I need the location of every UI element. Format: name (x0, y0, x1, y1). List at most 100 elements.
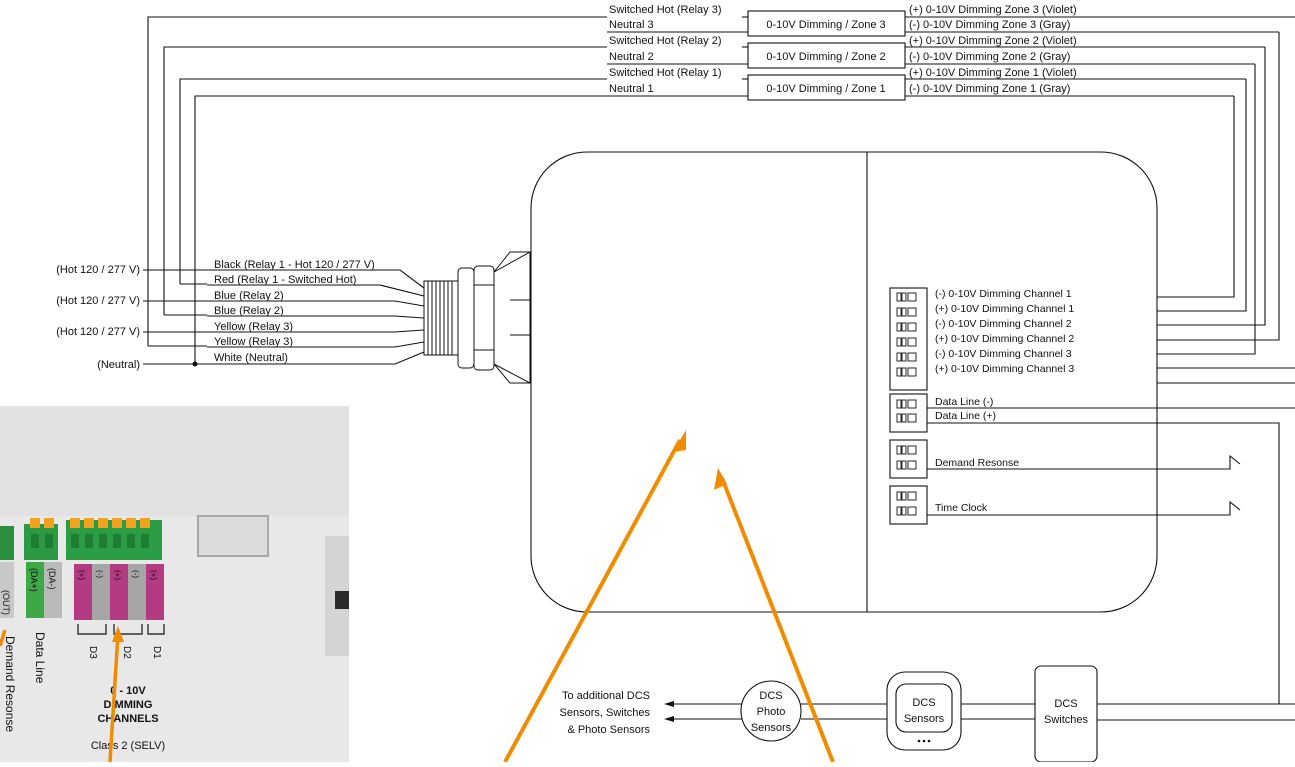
dcs-bus: To additional DCS Sensors, Switches & Ph… (560, 665, 1295, 763)
terminal-tab (44, 518, 54, 528)
terminal-slot (896, 491, 902, 501)
controller-enclosure (530, 151, 1158, 613)
conduit-fitting (423, 251, 531, 384)
terminal-screw (907, 460, 917, 470)
terminal-slot (896, 506, 902, 516)
channel-label: (+) 0-10V Dimming Channel 1 (935, 303, 1074, 315)
lead-label: Black (Relay 1 - Hot 120 / 277 V) (214, 259, 375, 271)
lead-label: White (Neutral) (214, 352, 288, 364)
terminal-slot (901, 460, 907, 470)
lead-label: Blue (Relay 2) (214, 305, 284, 317)
wire-label: (+) 0-10V Dimming Zone 1 (Violet) (909, 67, 1077, 79)
photo-plus-label: (+) (149, 570, 158, 580)
to-additional-label: To additional DCS (562, 690, 650, 702)
source-label: (Hot 120 / 277 V) (56, 264, 140, 276)
dcs-photo-label: Sensors (751, 722, 792, 734)
terminal-slot (901, 367, 907, 377)
terminal-slot (901, 292, 907, 302)
terminal-clamp (85, 534, 93, 548)
demand-response-label: Demand Resonse (935, 457, 1019, 469)
terminal-slot (901, 322, 907, 332)
terminal-screw (907, 506, 917, 516)
terminal-slot (896, 307, 902, 317)
photo-minus-label: (-) (131, 570, 140, 578)
dcs-photo-sensor (740, 680, 802, 742)
terminal-slot (896, 352, 902, 362)
time-clock-terminal-block: Time Clock (889, 485, 1241, 525)
terminal-screw (907, 307, 917, 317)
terminal-clamp (113, 534, 121, 548)
source-label: (Neutral) (97, 359, 140, 371)
arrow-up-icon (673, 430, 686, 452)
photo-dimming-label: DIMMING (104, 699, 153, 711)
terminal-screw (907, 322, 917, 332)
top-circuits: Switched Hot (Relay 3) Neutral 3 Switche… (147, 4, 1295, 384)
terminal-slot (896, 337, 902, 347)
zone-2-box (747, 42, 906, 69)
terminal-tab (84, 518, 94, 528)
callout-arrows (503, 430, 835, 763)
lead-label: Yellow (Relay 3) (214, 321, 293, 333)
dcs-sensor-label: DCS (912, 697, 935, 709)
dcs-switch-label: Switches (1044, 714, 1089, 726)
arrow-up-icon (714, 468, 727, 490)
terminal-slot (901, 352, 907, 362)
channel-label: (+) 0-10V Dimming Channel 3 (935, 363, 1074, 375)
arrow-left-icon (664, 716, 674, 722)
arrow-left-icon (664, 701, 674, 707)
time-clock-label: Time Clock (935, 502, 988, 514)
source-label: (Hot 120 / 277 V) (56, 326, 140, 338)
arrow-up-icon (112, 626, 124, 642)
wire-label: (-) 0-10V Dimming Zone 1 (Gray) (909, 83, 1070, 95)
to-additional-label: & Photo Sensors (567, 724, 650, 736)
wire-label: Switched Hot (Relay 3) (609, 4, 722, 16)
terminal-slot (896, 322, 902, 332)
terminal-tab (70, 518, 80, 528)
to-additional-label: Sensors, Switches (560, 707, 651, 719)
wire-label: Switched Hot (Relay 2) (609, 35, 722, 47)
terminal-slot (901, 307, 907, 317)
dcs-photo-label: Photo (757, 706, 786, 718)
zone-1-box (747, 74, 906, 101)
terminal-tab (140, 518, 150, 528)
photo-plus-label: (+) (113, 570, 122, 580)
photo-da-plus-label: (DA+) (29, 568, 39, 592)
terminal-tab (126, 518, 136, 528)
zone-box-label: 0-10V Dimming / Zone 3 (766, 19, 885, 31)
terminal-clamp (45, 534, 53, 548)
photo-data-line-label: Data Line (33, 632, 47, 684)
terminal-tab (98, 518, 108, 528)
wire-label: Switched Hot (Relay 1) (609, 67, 722, 79)
terminal-clamp (127, 534, 135, 548)
terminal-clamp (31, 534, 39, 548)
photo-demand-label: Demand Resonse (3, 636, 17, 732)
channel-label: (-) 0-10V Dimming Channel 2 (935, 318, 1072, 330)
wire-label: (+) 0-10V Dimming Zone 2 (Violet) (909, 35, 1077, 47)
terminal-screw (907, 413, 917, 423)
terminal-screw (907, 367, 917, 377)
photo-minus-label: (-) (95, 570, 104, 578)
channel-label: (+) 0-10V Dimming Channel 2 (935, 333, 1074, 345)
photo-plus-label: (+) (77, 570, 86, 580)
terminal-tab (30, 518, 40, 528)
source-label: (Hot 120 / 277 V) (56, 295, 140, 307)
terminal-screw (907, 491, 917, 501)
terminal-screw (907, 292, 917, 302)
terminal-clamp (141, 534, 149, 548)
channel-label: (-) 0-10V Dimming Channel 1 (935, 288, 1072, 300)
wire-label: (-) 0-10V Dimming Zone 3 (Gray) (909, 19, 1070, 31)
photo-d3-label: D3 (87, 646, 98, 659)
zone-box-label: 0-10V Dimming / Zone 1 (766, 83, 885, 95)
terminal-slot (901, 399, 907, 409)
lead-label: Red (Relay 1 - Switched Hot) (214, 274, 356, 286)
photo-d1-label: D1 (151, 646, 162, 659)
lead-label: Blue (Relay 2) (214, 290, 284, 302)
data-line-label: Data Line (-) (935, 396, 993, 408)
zone-box-label: 0-10V Dimming / Zone 2 (766, 51, 885, 63)
hardware-photo: (OUT) (DA+) (DA-) (+) (-) (+) (-) (+) D3… (0, 406, 349, 762)
wire-label: Neutral 3 (609, 19, 654, 31)
photo-out-label: (OUT) (1, 590, 11, 615)
photo-da-minus-label: (DA-) (47, 568, 57, 590)
photo-channels-label: CHANNELS (97, 713, 158, 725)
